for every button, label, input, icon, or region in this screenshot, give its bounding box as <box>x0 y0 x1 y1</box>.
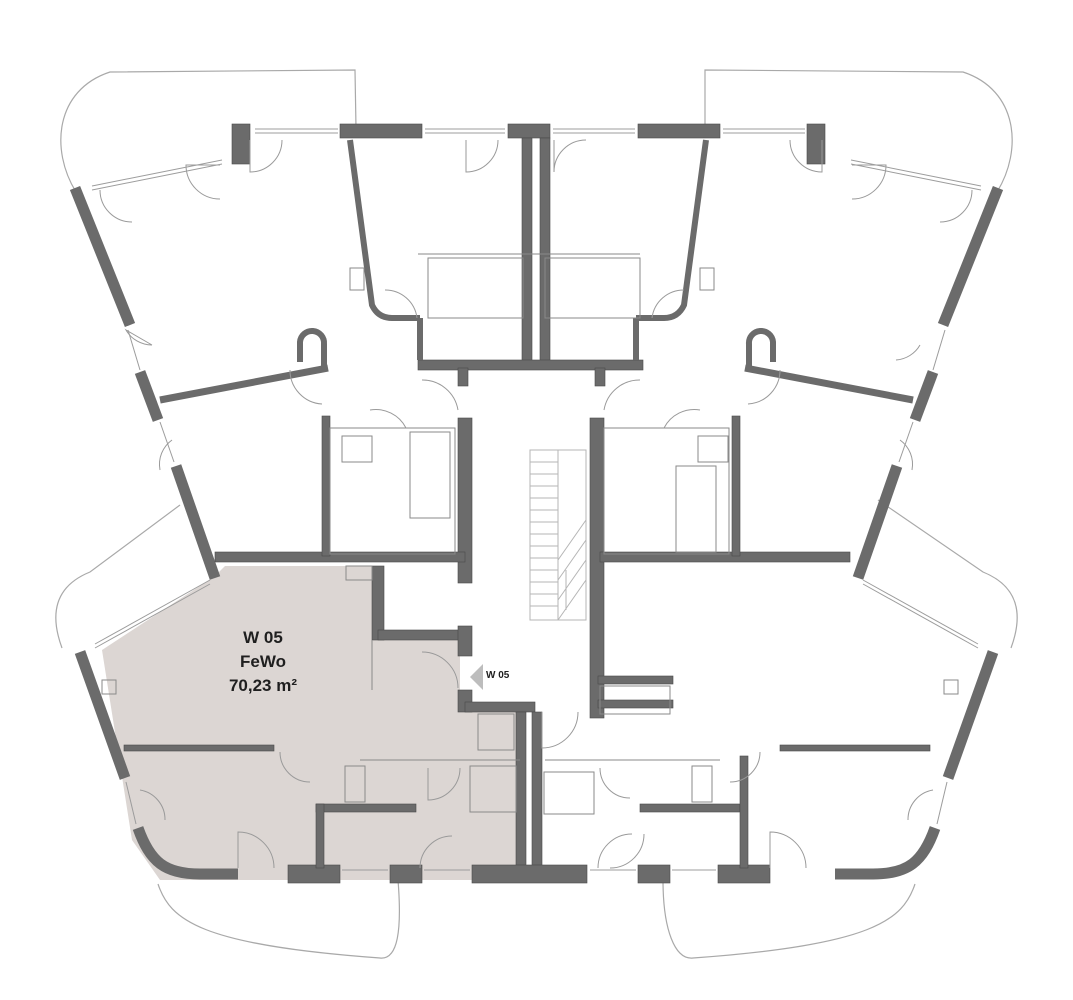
balcony-bottom-right <box>662 879 916 959</box>
unit-w05-area[interactable] <box>102 566 520 880</box>
sloped-walls <box>159 139 914 404</box>
shafts <box>297 328 776 368</box>
staircase <box>529 449 587 621</box>
balconies <box>55 69 1018 959</box>
balcony-top-right <box>704 69 1013 193</box>
unit-id: W 05 <box>243 628 283 647</box>
entry-marker-label: W 05 <box>486 670 510 681</box>
balcony-bottom-left <box>157 879 400 959</box>
walls <box>123 123 931 884</box>
unit-type: FeWo <box>240 652 286 671</box>
entry-marker-icon <box>470 664 483 690</box>
balcony-top-left <box>60 69 357 193</box>
unit-label[interactable]: W 05 FeWo 70,23 m² <box>188 626 338 698</box>
door-swings <box>99 139 973 869</box>
interior-lines <box>101 253 959 815</box>
windows <box>91 128 982 871</box>
outer-wall-lines <box>69 185 1004 880</box>
balcony-right <box>877 499 1018 649</box>
unit-area: 70,23 m² <box>228 676 298 695</box>
balcony-left <box>55 504 181 649</box>
